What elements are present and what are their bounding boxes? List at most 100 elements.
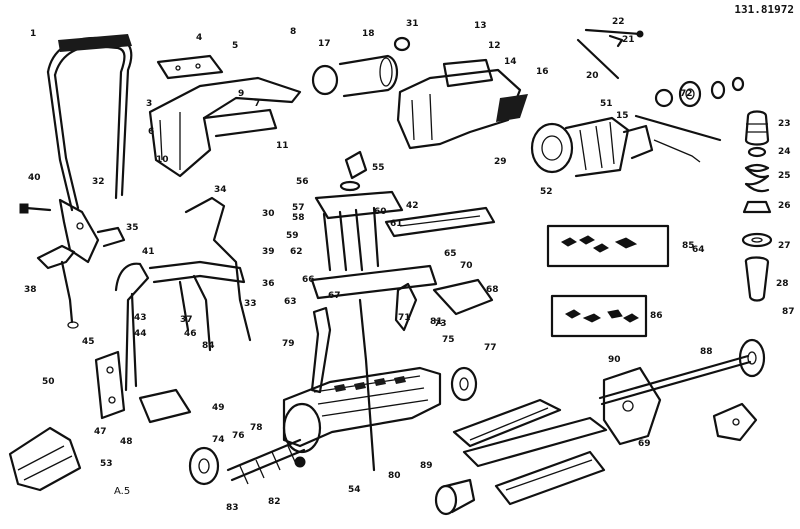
svg-text:83: 83 xyxy=(226,503,239,513)
svg-text:18: 18 xyxy=(362,29,375,39)
svg-text:25: 25 xyxy=(778,171,791,181)
svg-text:53: 53 xyxy=(100,459,113,469)
shift-rod xyxy=(576,28,644,80)
svg-text:22: 22 xyxy=(612,17,625,27)
crank-lever xyxy=(36,244,79,329)
svg-text:43: 43 xyxy=(134,313,147,323)
svg-text:30: 30 xyxy=(262,209,275,219)
svg-text:37: 37 xyxy=(180,315,193,325)
svg-text:4: 4 xyxy=(196,33,202,43)
svg-text:10: 10 xyxy=(156,155,169,165)
svg-text:20: 20 xyxy=(586,71,599,81)
wheel-72 xyxy=(188,446,220,486)
svg-text:79: 79 xyxy=(282,339,295,349)
svg-text:42: 42 xyxy=(406,201,419,211)
svg-text:11: 11 xyxy=(276,141,289,151)
svg-text:65: 65 xyxy=(444,249,457,259)
svg-text:54: 54 xyxy=(348,485,361,495)
svg-text:58: 58 xyxy=(292,213,305,223)
svg-text:76: 76 xyxy=(232,431,245,441)
top-cover xyxy=(148,76,302,178)
svg-text:74: 74 xyxy=(212,435,225,445)
svg-text:3: 3 xyxy=(146,99,152,109)
svg-text:28: 28 xyxy=(776,279,789,289)
svg-text:9: 9 xyxy=(238,89,244,99)
svg-text:49: 49 xyxy=(212,403,225,413)
svg-text:90: 90 xyxy=(608,355,621,365)
svg-text:85: 85 xyxy=(682,241,695,251)
handle-bracket xyxy=(58,198,126,264)
svg-text:46: 46 xyxy=(184,329,197,339)
control-levers xyxy=(310,278,494,472)
svg-text:62: 62 xyxy=(290,247,303,257)
svg-text:47: 47 xyxy=(94,427,107,437)
svg-text:72: 72 xyxy=(680,89,693,99)
svg-text:69: 69 xyxy=(638,439,651,449)
svg-text:82: 82 xyxy=(268,497,281,507)
svg-text:12: 12 xyxy=(488,41,501,51)
wheel-89 xyxy=(738,338,766,378)
svg-text:14: 14 xyxy=(504,57,517,67)
scraper-bar-88 xyxy=(462,416,608,468)
bearing-tube xyxy=(311,36,411,98)
main-housing xyxy=(282,366,442,454)
svg-text:29: 29 xyxy=(494,157,507,167)
svg-text:51: 51 xyxy=(600,99,613,109)
svg-text:40: 40 xyxy=(28,173,41,183)
page-code: A.5 xyxy=(114,486,131,497)
long-shaft-right xyxy=(598,354,752,406)
svg-text:39: 39 xyxy=(262,247,275,257)
svg-text:35: 35 xyxy=(126,223,139,233)
svg-text:23: 23 xyxy=(778,119,791,129)
svg-text:16: 16 xyxy=(536,67,549,77)
side-bracket xyxy=(94,350,192,424)
svg-text:68: 68 xyxy=(486,285,499,295)
bolt-39 xyxy=(19,203,52,214)
scraper-bar-86 xyxy=(452,398,562,448)
spring-stack xyxy=(741,110,773,302)
svg-text:27: 27 xyxy=(778,241,791,251)
svg-text:73: 73 xyxy=(434,319,447,329)
svg-text:48: 48 xyxy=(120,437,133,447)
svg-text:45: 45 xyxy=(82,337,95,347)
svg-text:33: 33 xyxy=(244,299,257,309)
engine-motor xyxy=(530,116,654,178)
svg-text:60: 60 xyxy=(374,207,387,217)
svg-text:84: 84 xyxy=(202,341,215,351)
svg-text:71: 71 xyxy=(398,313,411,323)
auger-shaft-left xyxy=(226,438,306,485)
svg-text:56: 56 xyxy=(296,177,309,187)
hardware-bag-82 xyxy=(546,224,670,268)
svg-text:86: 86 xyxy=(650,311,663,321)
svg-text:61: 61 xyxy=(390,219,403,229)
svg-text:15: 15 xyxy=(616,111,629,121)
svg-text:57: 57 xyxy=(292,203,305,213)
svg-text:66: 66 xyxy=(302,275,315,285)
svg-text:7: 7 xyxy=(254,99,260,109)
svg-text:67: 67 xyxy=(328,291,341,301)
svg-text:32: 32 xyxy=(92,177,105,187)
bottom-cover xyxy=(494,450,606,506)
svg-text:6: 6 xyxy=(148,127,154,137)
control-column xyxy=(310,150,496,300)
svg-text:31: 31 xyxy=(406,19,419,29)
svg-text:52: 52 xyxy=(540,187,553,197)
model-number: 131.81972 xyxy=(734,3,794,16)
svg-text:70: 70 xyxy=(460,261,473,271)
end-plate-91 xyxy=(434,478,476,516)
svg-text:78: 78 xyxy=(250,423,263,433)
svg-text:89: 89 xyxy=(420,461,433,471)
svg-text:8: 8 xyxy=(290,27,296,37)
svg-text:81: 81 xyxy=(430,317,443,327)
svg-text:41: 41 xyxy=(142,247,155,257)
svg-text:80: 80 xyxy=(388,471,401,481)
svg-text:36: 36 xyxy=(262,279,275,289)
svg-text:77: 77 xyxy=(484,343,497,353)
svg-text:21: 21 xyxy=(622,35,635,45)
bracket-90 xyxy=(712,402,758,442)
upright-frame xyxy=(114,196,252,392)
svg-text:63: 63 xyxy=(284,297,297,307)
svg-text:55: 55 xyxy=(372,163,385,173)
svg-text:5: 5 xyxy=(232,41,238,51)
